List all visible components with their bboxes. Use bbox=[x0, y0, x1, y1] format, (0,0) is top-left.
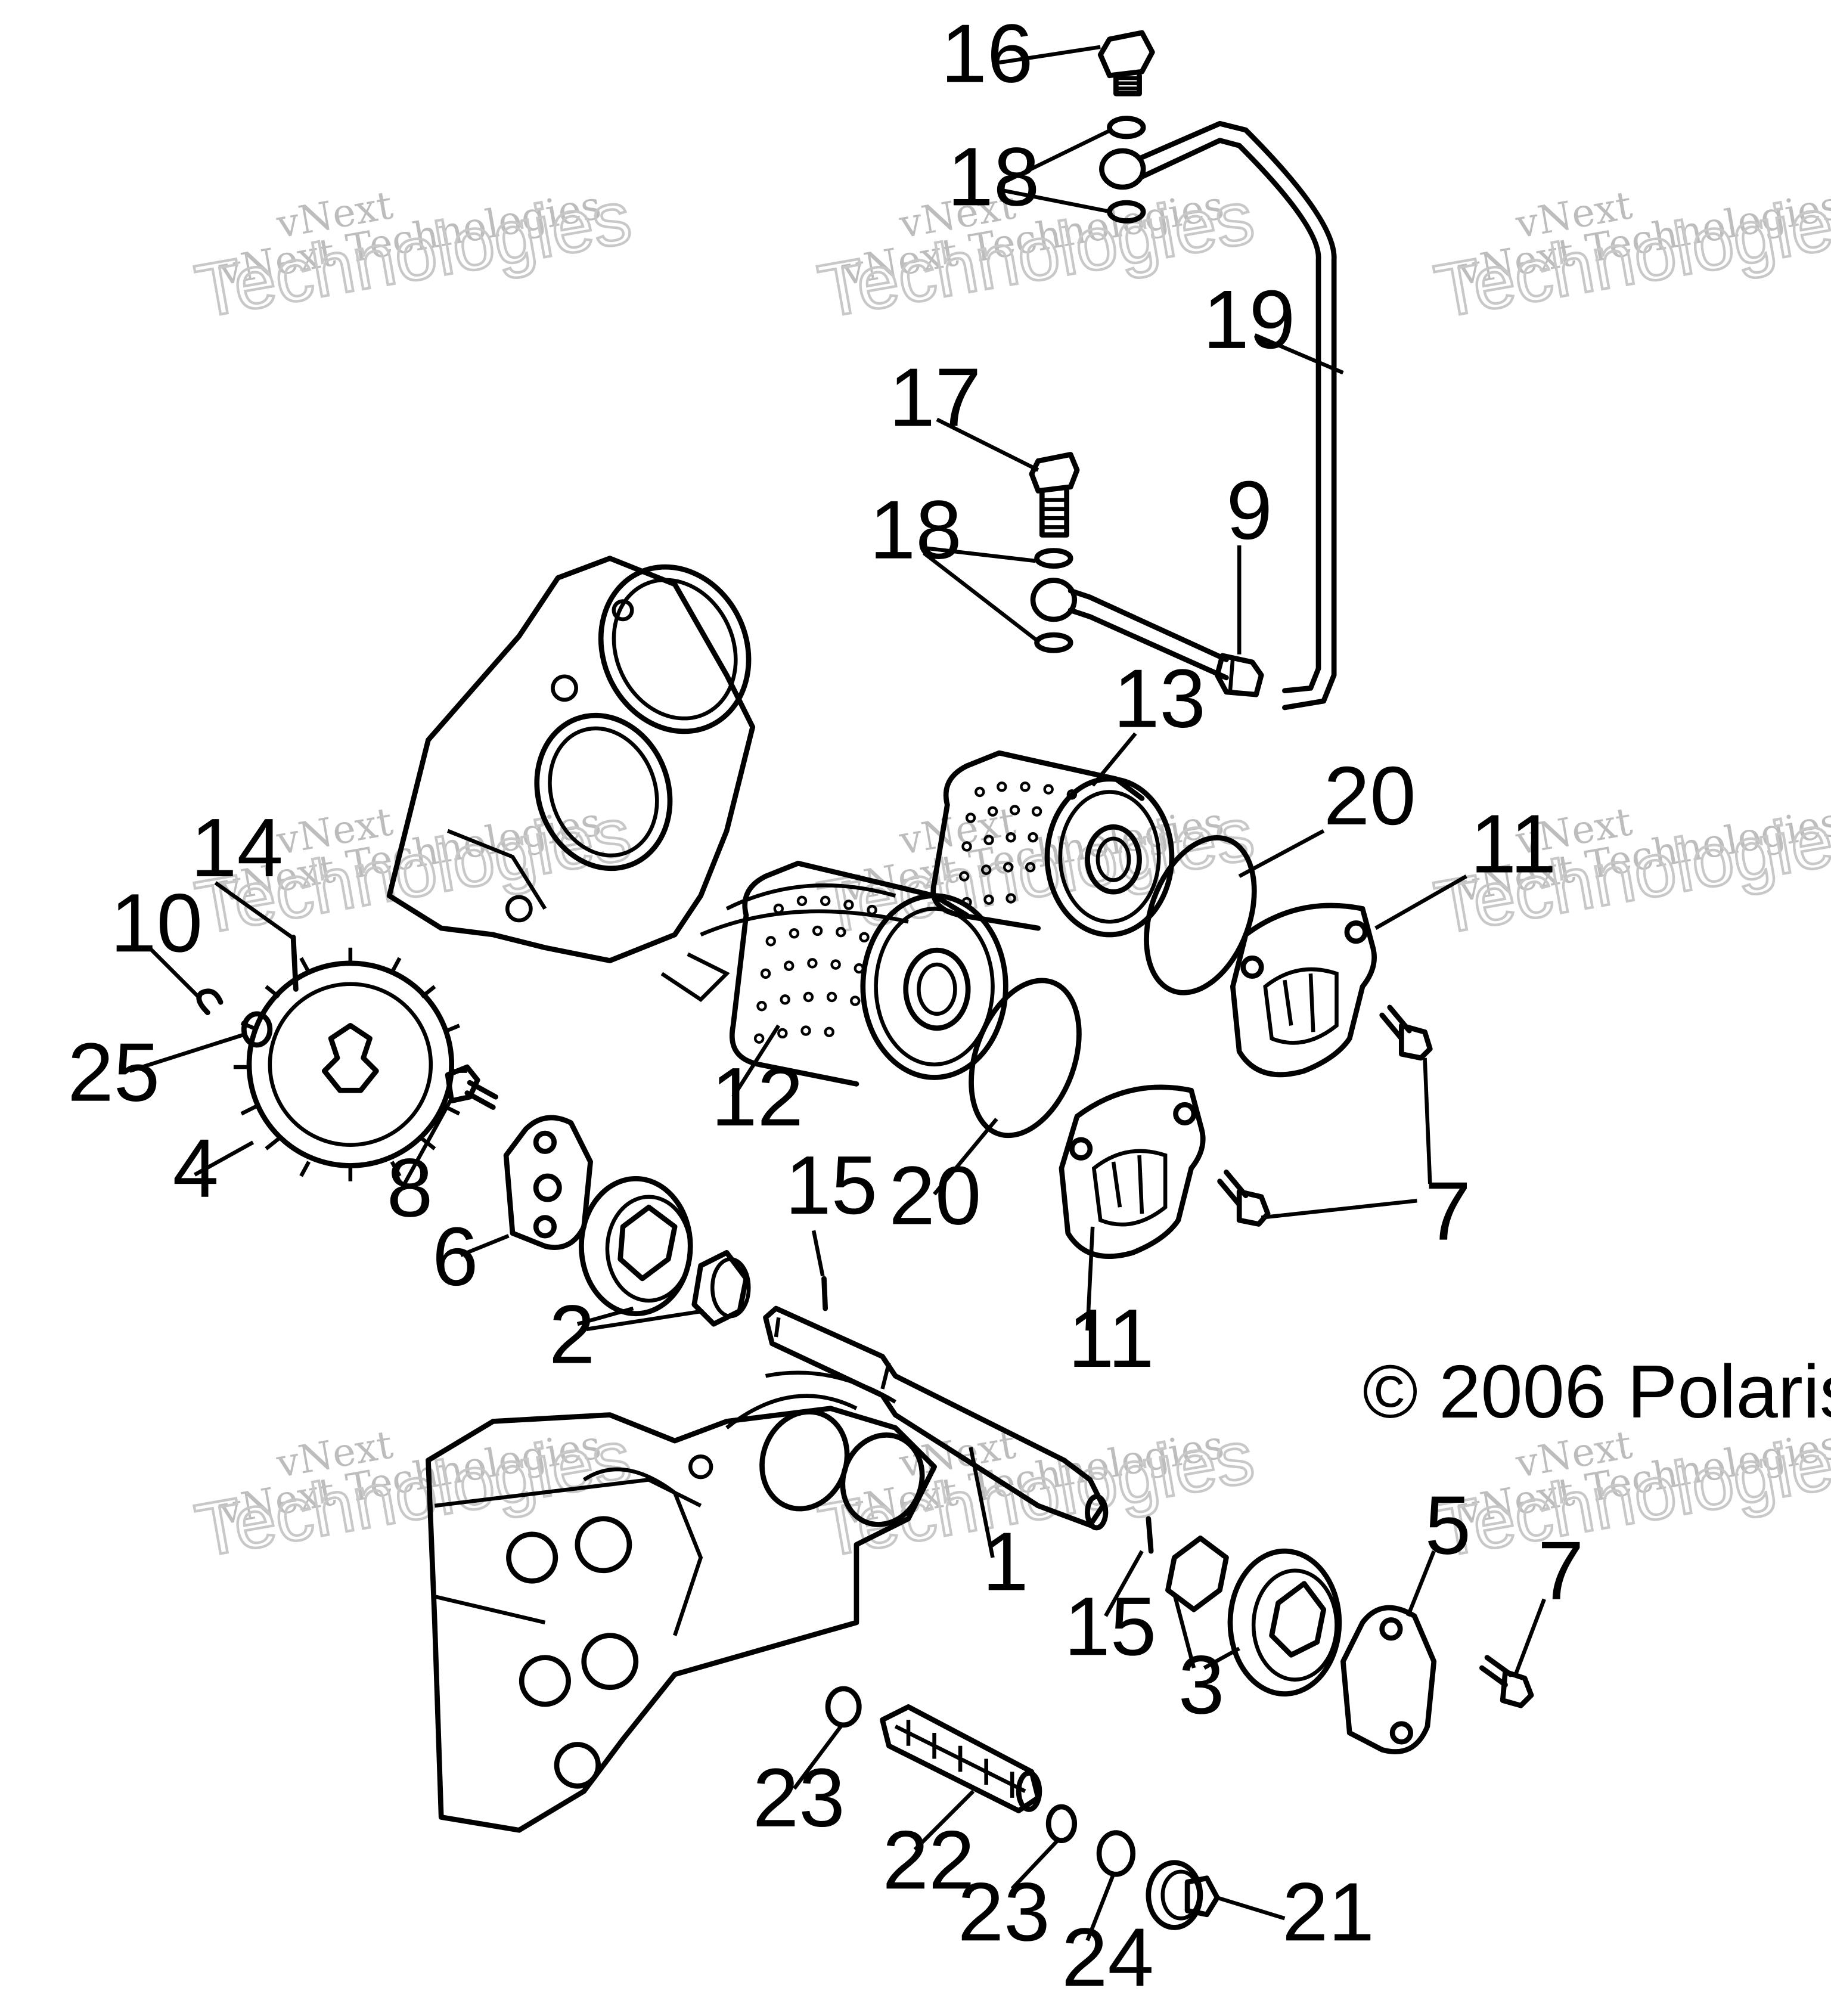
callout-25: 25 bbox=[67, 1026, 160, 1119]
upper-crankcase-housing bbox=[386, 556, 909, 1003]
callout-5: 5 bbox=[1425, 1479, 1472, 1572]
callout-19: 19 bbox=[1203, 273, 1295, 366]
drain-plug-21 bbox=[1146, 1860, 1220, 1930]
callout-23-right: 23 bbox=[958, 1865, 1050, 1958]
callout-21: 21 bbox=[1282, 1865, 1374, 1958]
oil-strainer-22 bbox=[880, 1704, 1042, 1813]
callout-22: 22 bbox=[882, 1813, 975, 1906]
line-sleeve-9 bbox=[1214, 653, 1264, 697]
snap-ring-10 bbox=[196, 988, 224, 1015]
callout-15-lower: 15 bbox=[1064, 1580, 1156, 1673]
washer-18-top-upper bbox=[1107, 116, 1146, 139]
o-ring-23-left bbox=[825, 1686, 862, 1728]
callout-3: 3 bbox=[1178, 1638, 1225, 1731]
callout-20-upper: 20 bbox=[1324, 749, 1416, 842]
o-ring-24 bbox=[1096, 1830, 1136, 1877]
pin-15-lower bbox=[1146, 1516, 1154, 1554]
banjo-bolt-17 bbox=[1029, 452, 1080, 538]
washer-18-mid-upper bbox=[1034, 548, 1073, 569]
callout-8: 8 bbox=[387, 1141, 433, 1234]
oil-line-19 bbox=[1099, 120, 1337, 711]
filter-cover-11-lower bbox=[1059, 1084, 1206, 1259]
callout-16: 16 bbox=[941, 7, 1033, 100]
pump-rotor-set-2 bbox=[579, 1176, 751, 1327]
oil-filter-13 bbox=[930, 750, 1175, 938]
callout-7-middle: 7 bbox=[1425, 1165, 1472, 1258]
callout-2: 2 bbox=[549, 1288, 595, 1381]
pump-rotor-set-3 bbox=[1165, 1536, 1342, 1696]
callout-11-lower: 11 bbox=[1068, 1292, 1155, 1385]
cover-bolt-7-right bbox=[1479, 1655, 1534, 1708]
filter-12-perforations bbox=[753, 895, 877, 1044]
callout-14: 14 bbox=[191, 801, 283, 894]
filter-13-perforations bbox=[958, 781, 1078, 908]
pump-plate-5 bbox=[1340, 1605, 1437, 1754]
callout-12: 12 bbox=[711, 1050, 803, 1143]
callout-24: 24 bbox=[1062, 1911, 1154, 2004]
o-ring-20-lower bbox=[969, 978, 1082, 1139]
callout-6: 6 bbox=[432, 1210, 479, 1303]
callout-20-lower: 20 bbox=[889, 1149, 981, 1242]
callout-11-upper: 11 bbox=[1470, 797, 1557, 890]
cover-bolt-7-upper bbox=[1379, 1004, 1433, 1061]
callout-18-top: 18 bbox=[947, 130, 1039, 223]
callout-10: 10 bbox=[110, 876, 203, 969]
pump-shaft-1 bbox=[763, 1305, 1109, 1531]
callout-17: 17 bbox=[889, 351, 981, 444]
filter-cover-11-upper bbox=[1230, 902, 1377, 1078]
leader-lines bbox=[129, 45, 1546, 1941]
oil-line-lower-fitting bbox=[1030, 578, 1229, 681]
o-ring-23-right bbox=[1045, 1804, 1078, 1844]
copyright-notice: © 2006 Polaris Sales Inc. bbox=[1363, 1350, 1831, 1434]
pin-15-upper bbox=[821, 1276, 828, 1311]
callout-7-right: 7 bbox=[1538, 1524, 1584, 1617]
callout-4: 4 bbox=[173, 1122, 219, 1215]
bolt-8 bbox=[445, 1064, 499, 1110]
callout-18-mid: 18 bbox=[870, 483, 962, 576]
callout-1: 1 bbox=[982, 1515, 1028, 1608]
callouts: 16 18 19 17 18 9 13 20 11 14 10 25 4 8 1… bbox=[67, 7, 1584, 2004]
washer-25 bbox=[241, 1011, 273, 1048]
lower-crankcase-housing bbox=[426, 1370, 937, 1833]
callout-23-left: 23 bbox=[753, 1751, 845, 1844]
banjo-bolt-16 bbox=[1097, 30, 1155, 97]
callout-15-upper: 15 bbox=[785, 1139, 877, 1232]
callout-13: 13 bbox=[1113, 652, 1206, 745]
callout-9: 9 bbox=[1226, 464, 1273, 557]
